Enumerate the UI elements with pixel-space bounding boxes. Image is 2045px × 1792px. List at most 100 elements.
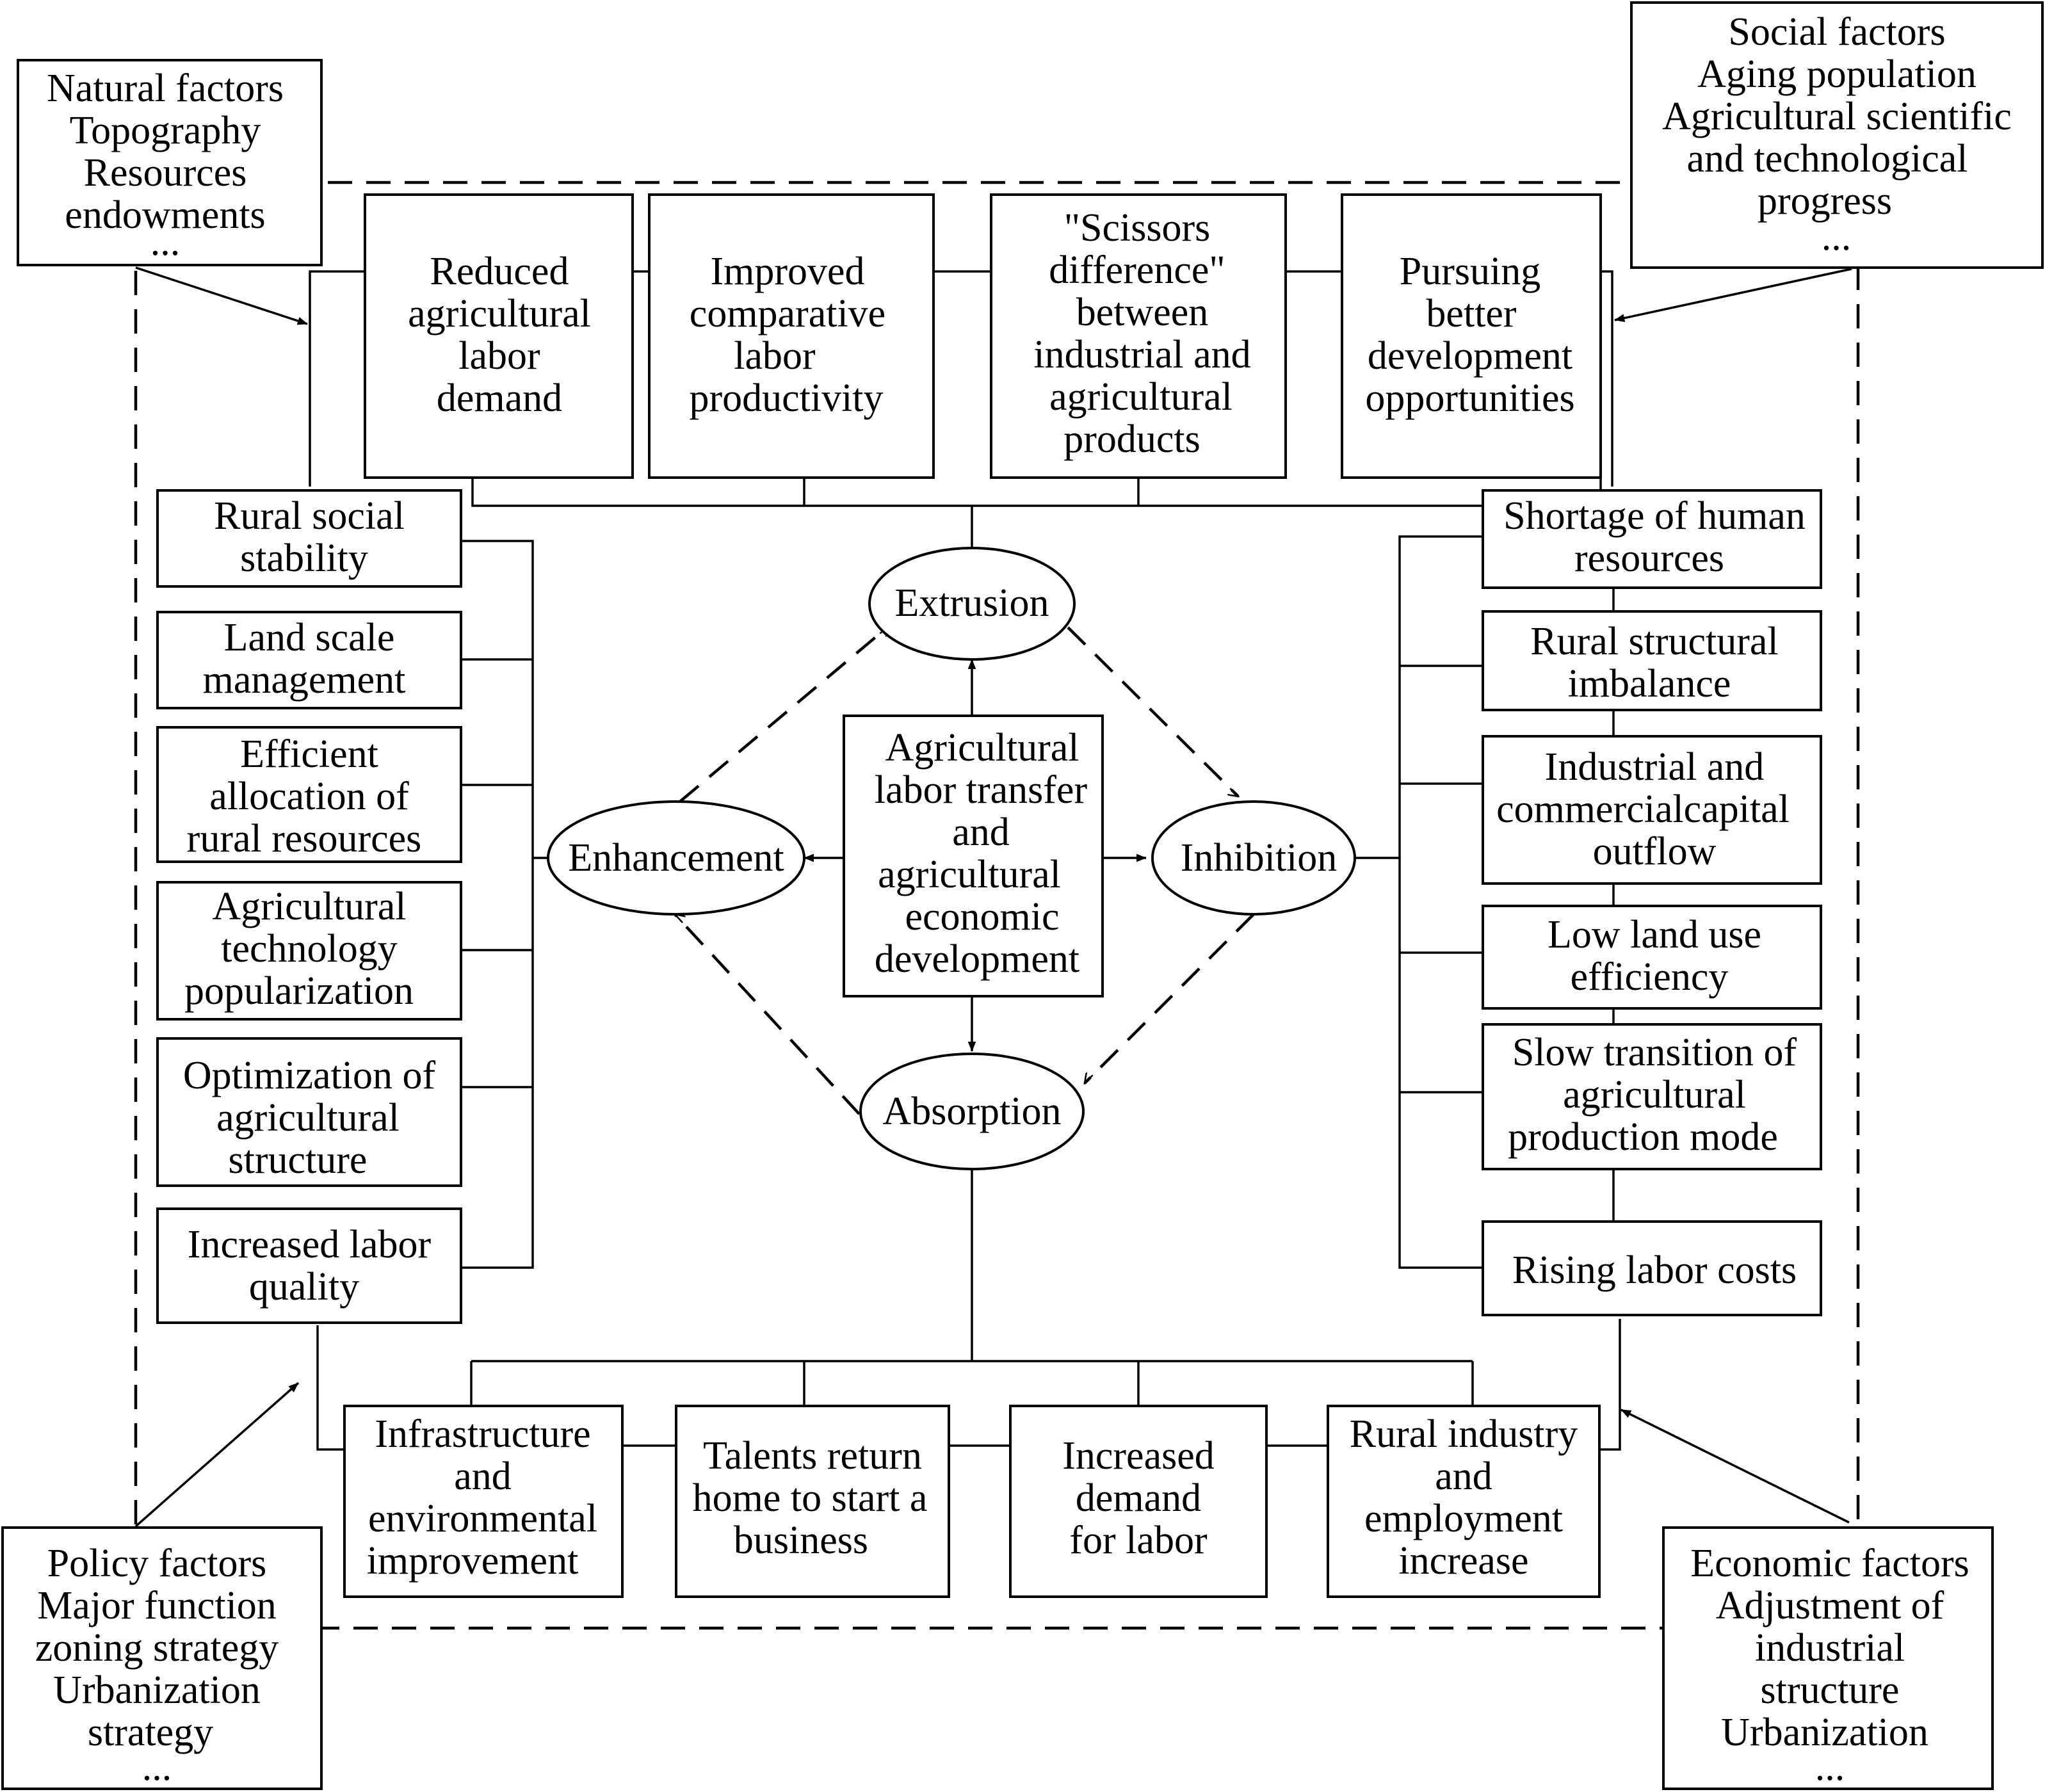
top-2-line-0: "Scissors <box>1064 206 1211 250</box>
top-3-line-0: Pursuing <box>1400 250 1540 293</box>
policy-line-0: Policy factors <box>47 1542 267 1585</box>
factor-arrows <box>134 266 1852 1528</box>
right-1-line-0: Rural structural <box>1530 620 1778 663</box>
left-1-line-0: Land scale <box>224 616 395 659</box>
policy-line-4: strategy <box>88 1711 213 1754</box>
left-3-line-0: Agricultural <box>212 885 406 928</box>
left-5-line-1: quality <box>249 1265 359 1309</box>
bottom-box-rural-industry: Rural industry and employment increase <box>1327 1405 1601 1598</box>
top-0-line-1: agricultural <box>408 292 591 335</box>
left-3-line-1: technology <box>221 927 398 971</box>
top-2-line-3: industrial and <box>1033 333 1250 376</box>
bottom-1-line-1: home to start a <box>693 1476 928 1520</box>
right-box-human-shortage: Shortage of human resources <box>1482 489 1822 589</box>
cycle-arrows <box>675 626 1255 1115</box>
bottom-1-line-0: Talents return <box>703 1434 922 1478</box>
left-box-rural-stability: Rural social stability <box>156 489 462 588</box>
natural-line-3: endowments <box>65 193 265 237</box>
economic-line-1: Adjustment of <box>1716 1584 1944 1627</box>
bottom-0-line-0: Infrastructure <box>375 1412 590 1456</box>
left-0-line-0: Rural social <box>214 494 405 538</box>
social-line-4: progress <box>1758 179 1892 223</box>
policy-line-5: ... <box>142 1745 172 1789</box>
bottom-3-line-3: increase <box>1398 1539 1528 1583</box>
right-4-line-1: agricultural <box>1563 1073 1746 1117</box>
natural-factors-box: Natural factors Topography Resources end… <box>17 59 323 266</box>
right-box-structural-imbalance: Rural structural imbalance <box>1482 610 1822 711</box>
economic-line-3: structure <box>1761 1668 1900 1712</box>
policy-factors-box: Policy factors Major function zoning str… <box>1 1526 323 1790</box>
top-1-line-3: productivity <box>689 376 883 420</box>
top-0-line-0: Reduced <box>430 250 569 293</box>
left-2-line-0: Efficient <box>240 732 378 776</box>
top-2-line-5: products <box>1063 417 1200 461</box>
ellipse-inhibition: Inhibition <box>1151 800 1356 916</box>
connector-lines <box>309 270 1621 1451</box>
center-line-1: labor transfer <box>875 768 1088 812</box>
top-2-line-4: agricultural <box>1049 375 1233 419</box>
top-0-line-3: demand <box>437 376 562 420</box>
right-box-labor-costs: Rising labor costs <box>1482 1220 1822 1316</box>
inhibition-label: Inhibition <box>1181 836 1338 880</box>
right-box-capital-outflow: Industrial and commercialcapital outflow <box>1482 735 1822 885</box>
right-0-line-0: Shortage of human <box>1503 494 1806 538</box>
bottom-3-line-0: Rural industry <box>1350 1412 1578 1456</box>
top-box-reduced-demand: Reduced agricultural labor demand <box>364 193 634 479</box>
left-4-line-2: structure <box>229 1138 368 1182</box>
center-line-2: and <box>952 811 1010 854</box>
bottom-2-line-2: for labor <box>1069 1519 1208 1562</box>
top-2-line-1: difference" <box>1049 248 1225 292</box>
enhancement-label: Enhancement <box>568 836 784 880</box>
economic-factors-box: Economic factors Adjustment of industria… <box>1662 1526 1994 1790</box>
left-box-structure-optimization: Optimization of agricultural structure <box>156 1037 462 1187</box>
social-line-5: ... <box>1822 215 1852 259</box>
top-box-scissors-difference: "Scissors difference" between industrial… <box>990 193 1287 479</box>
left-2-line-2: rural resources <box>187 817 422 860</box>
right-2-line-1: commercialcapital <box>1496 787 1790 831</box>
left-4-line-1: agricultural <box>216 1096 400 1140</box>
bottom-0-line-1: and <box>454 1455 512 1498</box>
left-3-line-2: popularization <box>184 969 414 1013</box>
ellipse-enhancement: Enhancement <box>547 800 805 916</box>
bottom-3-line-2: employment <box>1364 1497 1563 1540</box>
left-1-line-1: management <box>203 658 406 702</box>
bottom-3-line-1: and <box>1435 1455 1492 1498</box>
center-line-3: agricultural <box>878 853 1061 896</box>
economic-line-2: industrial <box>1755 1626 1905 1670</box>
natural-line-0: Natural factors <box>47 67 284 110</box>
center-arrows <box>804 659 1147 1052</box>
top-1-line-0: Improved <box>710 250 864 293</box>
policy-line-1: Major function <box>37 1584 277 1627</box>
natural-line-4: ... <box>150 220 181 264</box>
right-1-line-1: imbalance <box>1568 662 1731 706</box>
center-box: Agricultural labor transfer and agricult… <box>843 714 1104 997</box>
policy-line-2: zoning strategy <box>35 1626 279 1670</box>
left-2-line-1: allocation of <box>209 775 409 818</box>
right-3-line-0: Low land use <box>1548 913 1761 957</box>
right-box-land-efficiency: Low land use efficiency <box>1482 905 1822 1010</box>
right-2-line-2: outflow <box>1593 830 1717 873</box>
social-line-1: Aging population <box>1697 52 1976 96</box>
ellipse-extrusion: Extrusion <box>868 547 1076 661</box>
bottom-2-line-1: demand <box>1076 1476 1201 1520</box>
right-4-line-2: production mode <box>1508 1115 1778 1159</box>
economic-line-0: Economic factors <box>1690 1542 1969 1585</box>
right-3-line-1: efficiency <box>1571 955 1729 999</box>
left-4-line-0: Optimization of <box>183 1054 436 1097</box>
center-line-4: economic <box>905 895 1059 939</box>
left-box-land-scale: Land scale management <box>156 611 462 709</box>
right-2-line-0: Industrial and <box>1545 745 1765 789</box>
social-line-3: and technological <box>1687 137 1968 181</box>
top-2-line-2: between <box>1076 291 1209 334</box>
top-box-improved-productivity: Improved comparative labor productivity <box>648 193 935 479</box>
left-box-tech-popularization: Agricultural technology popularization <box>156 881 462 1021</box>
top-1-line-1: comparative <box>690 292 885 335</box>
policy-line-3: Urbanization <box>53 1668 261 1712</box>
bottom-box-talents-return: Talents return home to start a business <box>675 1405 950 1598</box>
bottom-1-line-2: business <box>734 1519 868 1562</box>
top-3-line-3: opportunities <box>1365 376 1574 420</box>
center-line-5: development <box>875 937 1079 981</box>
economic-line-5: ... <box>1815 1745 1845 1789</box>
top-0-line-2: labor <box>458 334 540 378</box>
